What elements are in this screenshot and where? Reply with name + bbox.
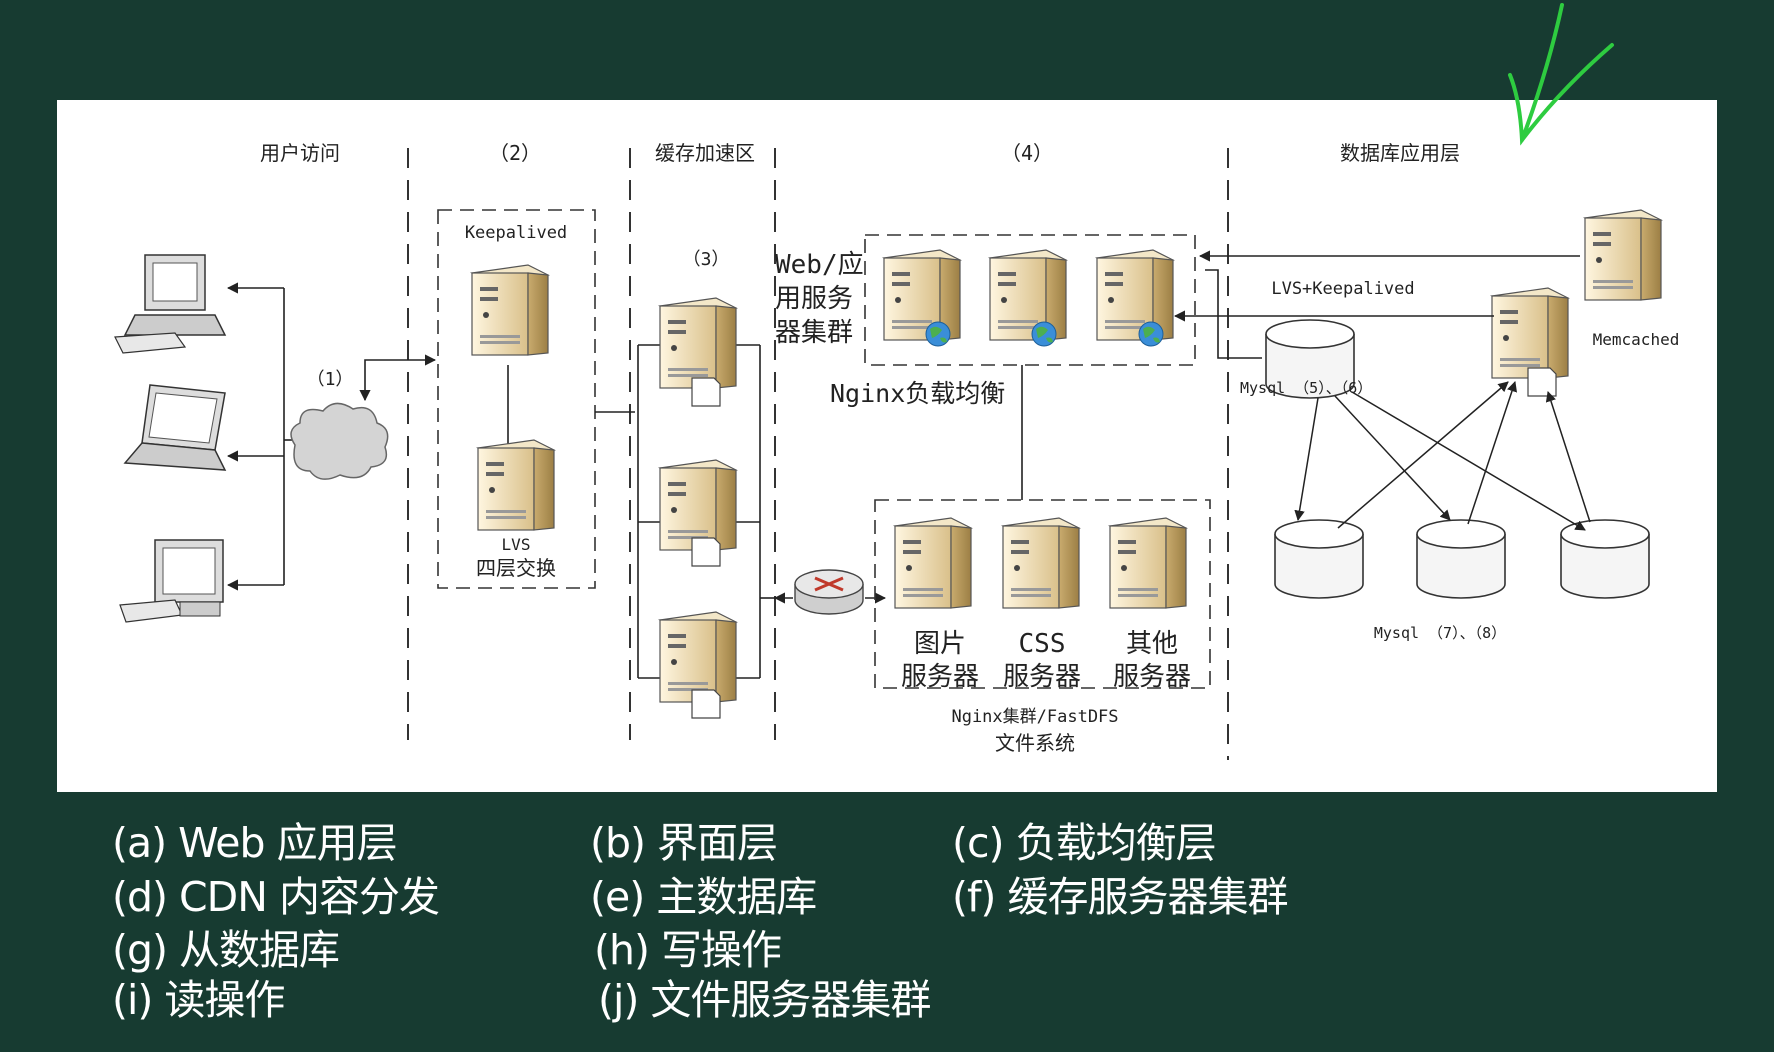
nginx-lb-label: Nginx负载均衡	[830, 379, 1005, 408]
slave-db-cylinder-1	[1274, 519, 1364, 599]
option-g: (g) 从数据库	[112, 926, 340, 974]
web-server-1	[883, 249, 961, 341]
cache-doc-2	[691, 537, 721, 567]
web-globe-2	[1031, 321, 1057, 347]
other-server	[1109, 517, 1187, 609]
web-globe-1	[925, 321, 951, 347]
web-server-2	[989, 249, 1067, 341]
zone-title-cache: 缓存加速区	[655, 141, 755, 165]
lvs-keepalived-server	[1491, 287, 1569, 379]
lvs-keepalived-doc	[1527, 367, 1557, 397]
option-f: (f) 缓存服务器集群	[952, 873, 1288, 921]
cache-server-1	[659, 297, 737, 389]
css-server-label-1: CSS	[1019, 629, 1066, 659]
zone-title-db: 数据库应用层	[1340, 141, 1460, 165]
internet-cloud-icon	[290, 402, 389, 480]
memcached-server	[1584, 209, 1662, 301]
lvs-label: LVS	[502, 535, 531, 554]
cache-rack	[637, 344, 775, 679]
web-cluster-label-1: Web/应	[775, 250, 864, 280]
image-server	[894, 517, 972, 609]
laptop-icon	[123, 384, 227, 471]
option-a: (a) Web 应用层	[112, 819, 398, 867]
db-connectors	[1173, 250, 1580, 359]
option-i: (i) 读操作	[112, 976, 285, 1024]
check-mark-icon	[1508, 3, 1614, 146]
web-server-3	[1096, 249, 1174, 341]
cache-server-2	[659, 459, 737, 551]
desktop-computer-icon	[114, 254, 227, 354]
zone-title-user-access: 用户访问	[260, 141, 340, 165]
zone-separators	[407, 148, 1229, 760]
option-b: (b) 界面层	[590, 819, 778, 867]
web-cluster-label-3: 器集群	[775, 318, 853, 348]
lvs-keepalived-label: LVS+Keepalived	[1271, 279, 1414, 299]
css-server-label-2: 服务器	[1003, 662, 1081, 692]
keepalived-box	[437, 209, 596, 589]
keepalived-label: Keepalived	[465, 223, 567, 243]
web-cluster-box	[864, 234, 1196, 366]
label-1: （1）	[307, 369, 354, 390]
image-server-label-2: 服务器	[901, 662, 979, 692]
lvs-switch-label: 四层交换	[476, 556, 556, 580]
web-cluster-label-2: 用服务	[775, 284, 853, 314]
nginx-fastdfs-label: Nginx集群/FastDFS	[951, 707, 1118, 727]
other-server-label-1: 其他	[1126, 629, 1178, 659]
mysql-78-label: Mysql （7）、（8）	[1374, 624, 1506, 642]
slave-db-cylinder-3	[1560, 519, 1650, 599]
option-d: (d) CDN 内容分发	[112, 873, 440, 921]
file-system-label: 文件系统	[995, 731, 1075, 755]
router-icon	[794, 569, 864, 615]
replication-arrows	[1294, 381, 1591, 531]
lvs-server	[477, 439, 555, 531]
option-h: (h) 写操作	[594, 926, 782, 974]
option-c: (c) 负载均衡层	[952, 819, 1217, 867]
zone-title-2: （2）	[489, 141, 541, 165]
other-server-label-2: 服务器	[1113, 662, 1191, 692]
css-server	[1002, 517, 1080, 609]
memcached-label: Memcached	[1593, 330, 1680, 349]
user-connectors	[226, 282, 292, 591]
web-globe-3	[1138, 321, 1164, 347]
option-e: (e) 主数据库	[590, 873, 817, 921]
option-j: (j) 文件服务器集群	[598, 976, 931, 1024]
image-server-label-1: 图片	[914, 629, 966, 659]
cache-doc-3	[691, 689, 721, 719]
monitor-computer-icon	[119, 539, 224, 623]
label-3: （3）	[683, 249, 730, 270]
slave-db-cylinder-2	[1416, 519, 1506, 599]
zone-title-4: （4）	[1001, 141, 1053, 165]
mysql-56-label: Mysql （5）、（6）	[1240, 379, 1372, 397]
cloud-to-lvs-connector	[359, 354, 437, 402]
file-cluster-box	[874, 499, 1211, 689]
cache-doc-1	[691, 377, 721, 407]
keepalived-server	[471, 264, 549, 356]
cache-server-3	[659, 611, 737, 703]
